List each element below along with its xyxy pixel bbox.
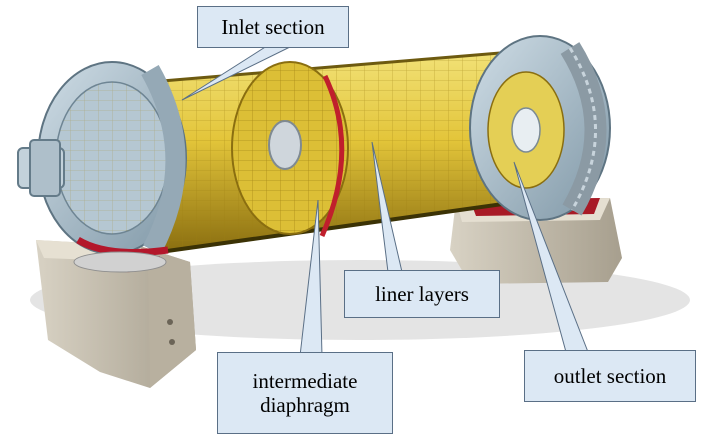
outlet-housing — [469, 35, 611, 221]
inlet-section-label: Inlet section — [197, 6, 349, 48]
outlet-section-label: outlet section — [524, 350, 696, 402]
inlet-housing — [17, 61, 187, 273]
diaphragm-disk — [231, 61, 349, 238]
intermediate-diaphragm-label: intermediate diaphragm — [217, 352, 393, 434]
diaphragm-label-line2: diaphragm — [260, 393, 350, 417]
diaphragm-label-line1: intermediate — [252, 368, 358, 393]
liner-layers-label: liner layers — [344, 270, 500, 318]
